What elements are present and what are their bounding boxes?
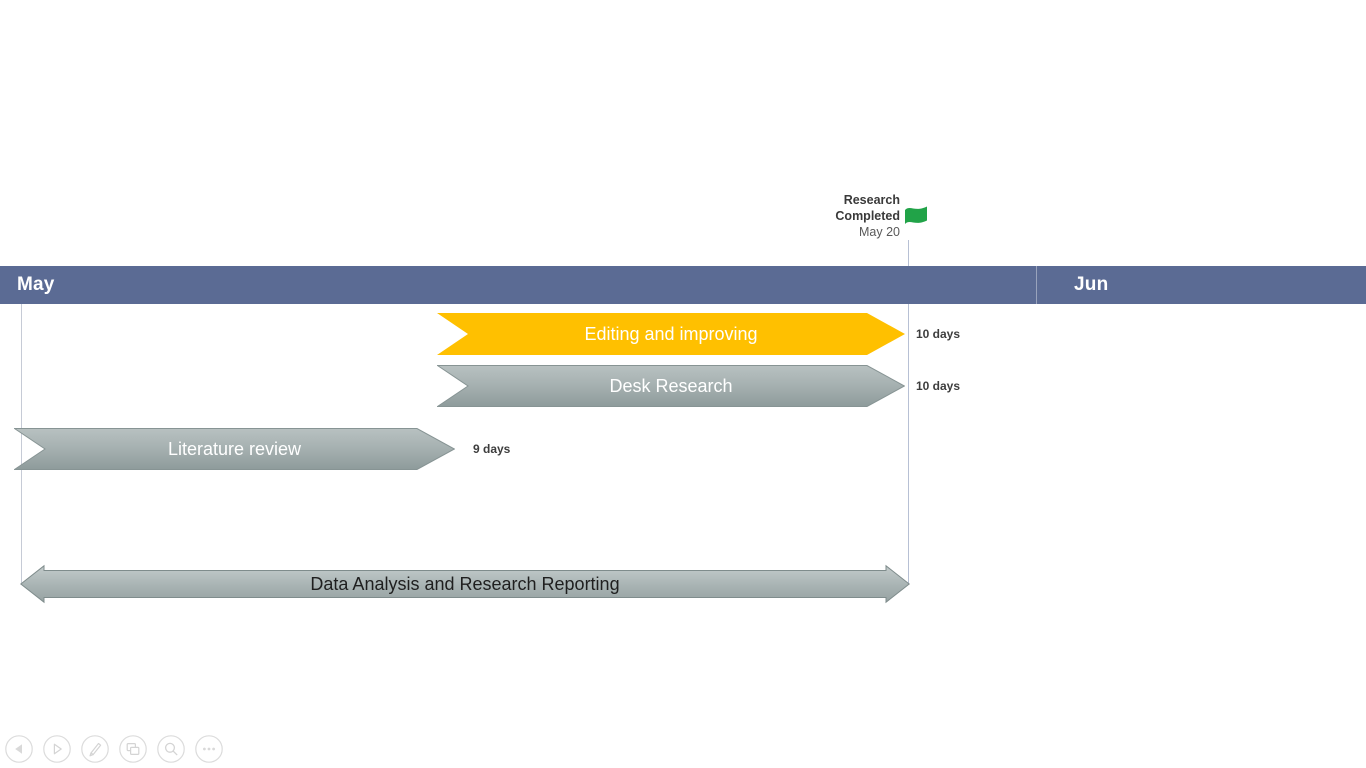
milestone-flag-icon	[905, 206, 927, 224]
milestone-title-line2: Completed	[835, 209, 900, 223]
more-options-button[interactable]	[195, 735, 223, 763]
previous-icon	[15, 744, 22, 754]
timeline-month-band: May Jun	[0, 266, 1366, 304]
pen-tools-button[interactable]	[81, 735, 109, 763]
milestone-title-line1: Research	[843, 193, 900, 207]
slideshow-toolbar	[5, 735, 223, 763]
task-bar-literature-review[interactable]: Literature review	[14, 428, 455, 470]
see-all-slides-icon	[126, 743, 140, 755]
next-icon	[53, 743, 62, 755]
month-label-jun: Jun	[1074, 274, 1109, 295]
duration-label-desk-research: 10 days	[916, 379, 961, 393]
zoom-into-slide-button[interactable]	[157, 735, 185, 763]
pen-icon	[89, 742, 102, 757]
task-bar-desk-research[interactable]: Desk Research	[437, 365, 905, 407]
more-options-icon	[203, 747, 215, 751]
task-bar-editing-and-improving[interactable]: Editing and improving	[437, 313, 905, 355]
milestone-date-gridline	[908, 240, 909, 583]
duration-label-literature-review: 9 days	[473, 442, 511, 456]
timeline-start-gridline	[21, 304, 22, 583]
month-divider-line	[1036, 266, 1037, 304]
milestone-date: May 20	[859, 225, 900, 239]
zoom-icon	[164, 742, 178, 756]
milestone-research-completed: Research Completed May 20	[835, 192, 900, 240]
duration-label-editing: 10 days	[916, 327, 961, 341]
next-slide-button[interactable]	[43, 735, 71, 763]
see-all-slides-button[interactable]	[119, 735, 147, 763]
month-label-may: May	[17, 274, 55, 295]
task-bar-data-analysis-and-research-reporting[interactable]: Data Analysis and Research Reporting	[20, 564, 910, 604]
previous-slide-button[interactable]	[5, 735, 33, 763]
